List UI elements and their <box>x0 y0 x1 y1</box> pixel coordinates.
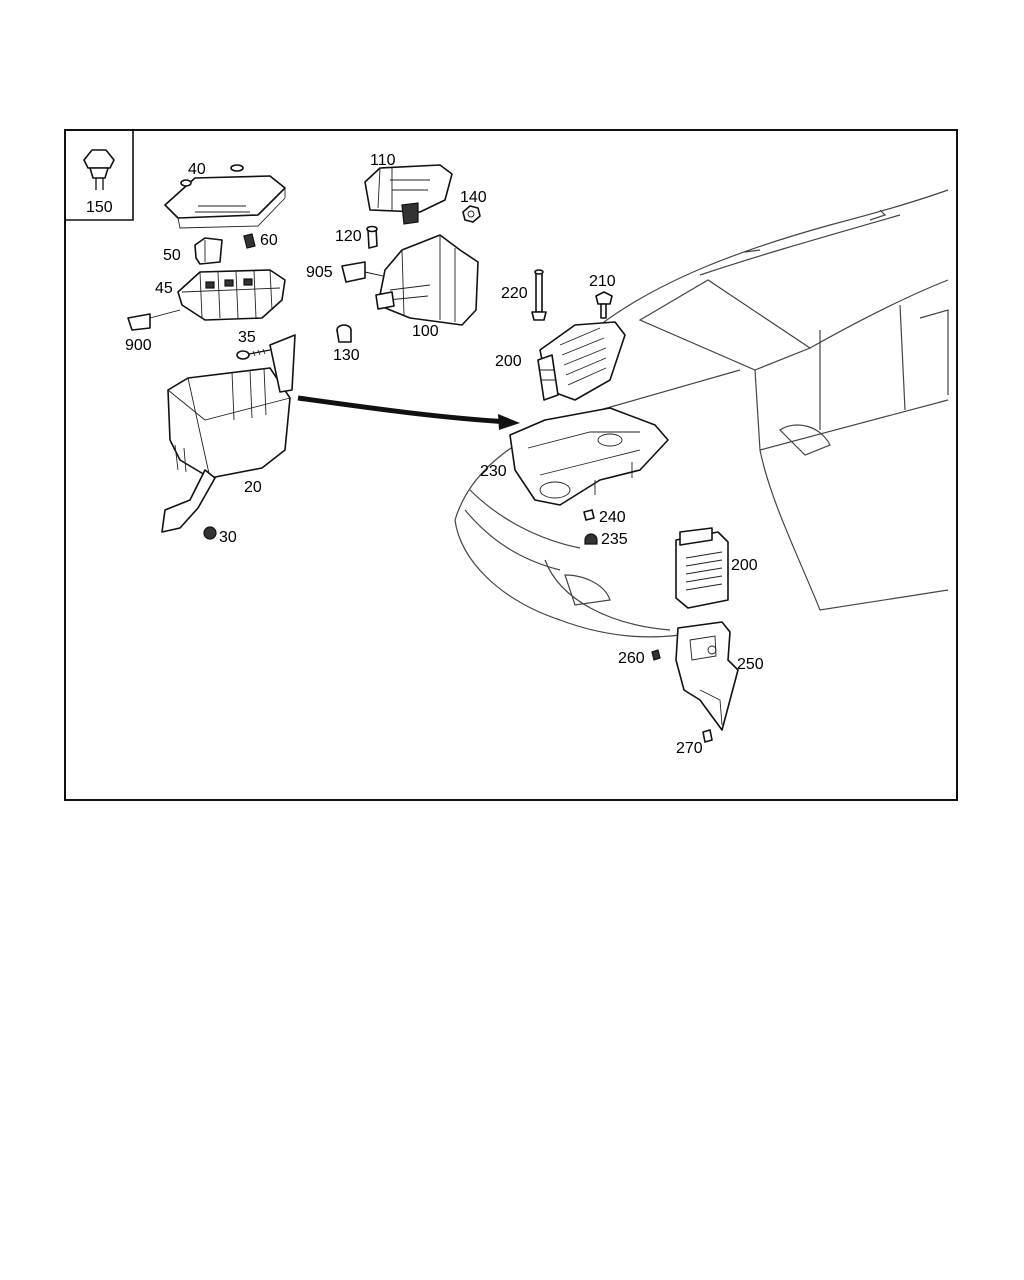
label-20: 20 <box>244 479 262 496</box>
label-210: 210 <box>589 273 616 290</box>
part-120-pin <box>366 225 378 249</box>
part-130-plug <box>336 324 352 343</box>
label-905: 905 <box>306 264 333 281</box>
part-50-relay <box>194 237 223 265</box>
label-240: 240 <box>599 509 626 526</box>
part-905-tag <box>341 261 393 283</box>
label-900: 900 <box>125 337 152 354</box>
label-270: 270 <box>676 740 703 757</box>
label-140: 140 <box>460 189 487 206</box>
part-110-cover <box>364 164 453 225</box>
part-45-fusebox <box>177 269 286 321</box>
part-250-bracket <box>675 621 739 731</box>
vehicle-outline <box>454 189 949 638</box>
part-20-bracket <box>161 334 296 533</box>
part-235-cap <box>584 533 598 545</box>
part-230-tray <box>509 407 669 506</box>
part-140-nut <box>462 205 481 223</box>
label-60: 60 <box>260 232 278 249</box>
label-220: 220 <box>501 285 528 302</box>
part-60-fuse <box>243 233 256 249</box>
label-30: 30 <box>219 529 237 546</box>
inset-box-150: 150 <box>65 130 134 221</box>
part-200-ecu-lower <box>675 527 729 609</box>
label-130: 130 <box>333 347 360 364</box>
part-220-bolt <box>531 269 547 321</box>
label-250: 250 <box>737 656 764 673</box>
label-230: 230 <box>480 463 507 480</box>
part-35-screw <box>236 348 271 360</box>
label-50: 50 <box>163 247 181 264</box>
label-200-lower: 200 <box>731 557 758 574</box>
part-240-clip <box>583 509 595 521</box>
label-100: 100 <box>412 323 439 340</box>
part-210-screw <box>595 291 613 319</box>
part-260-screw <box>651 649 661 661</box>
label-110: 110 <box>370 152 396 169</box>
part-100-carrier <box>375 234 479 326</box>
label-40: 40 <box>188 161 206 178</box>
part-900-tag <box>127 309 181 331</box>
label-45: 45 <box>155 280 173 297</box>
clip-150-icon <box>83 149 115 190</box>
part-270-clip <box>702 729 713 743</box>
label-120: 120 <box>335 228 362 245</box>
part-200-ecu-upper <box>537 321 626 401</box>
label-35: 35 <box>238 329 256 346</box>
assembly-arrow <box>297 395 520 430</box>
label-260: 260 <box>618 650 645 667</box>
diagram-frame <box>64 129 958 801</box>
label-200-upper: 200 <box>495 353 522 370</box>
label-235: 235 <box>601 531 628 548</box>
part-30-nut <box>203 526 217 540</box>
label-150: 150 <box>86 199 113 216</box>
part-40-cover <box>164 164 286 229</box>
